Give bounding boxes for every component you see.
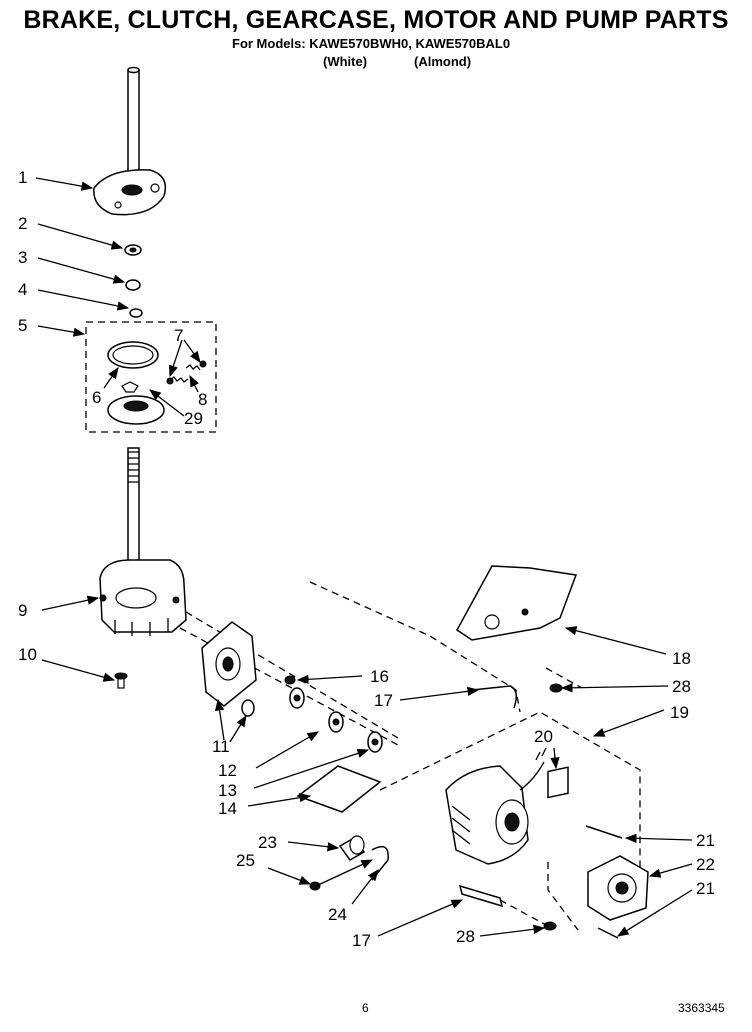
alignment-line (499, 899, 549, 927)
spin-shaft-drawing (127, 66, 140, 183)
callout-20: 20 (534, 727, 553, 746)
bolt-drawing (114, 672, 128, 689)
gearcase-drawing (99, 559, 187, 636)
washer-drawing (124, 244, 142, 256)
callout-24: 24 (328, 905, 347, 924)
pump-drawing (587, 855, 649, 921)
capacitor-drawing (338, 835, 366, 861)
motor-assembly-box (309, 581, 521, 713)
rod-drawing (471, 685, 517, 709)
motor-drawing (445, 761, 545, 865)
capacitor-switch-drawing (535, 747, 569, 799)
leader-lines (35, 177, 693, 937)
screw-drawing (549, 683, 563, 693)
models-line: For Models: KAWE570BWH0, KAWE570BAL0 (232, 36, 511, 51)
callout-29: 29 (184, 409, 203, 428)
clip-drawing (597, 927, 619, 939)
callout-22: 22 (696, 855, 715, 874)
callout-16: 16 (370, 667, 389, 686)
clip-drawing (585, 825, 623, 839)
cam-driver-drawing (93, 169, 167, 216)
bar-drawing (458, 884, 504, 908)
page-number: 6 (362, 1001, 369, 1015)
callout-3: 3 (18, 248, 27, 267)
callout-5: 5 (18, 316, 27, 335)
callout-28-top: 28 (672, 677, 691, 696)
callout-2: 2 (18, 214, 27, 233)
callout-18: 18 (672, 649, 691, 668)
shield-plate-drawing (296, 765, 382, 813)
callout-13: 13 (218, 781, 237, 800)
retaining-ring-drawing (125, 279, 141, 291)
callout-25: 25 (236, 851, 255, 870)
small-ring-drawing (129, 308, 143, 318)
callout-23: 23 (258, 833, 277, 852)
callout-11: 11 (212, 737, 230, 756)
brake-assembly-box (85, 321, 217, 433)
brake-springs-drawing (166, 360, 207, 385)
alignment-line (547, 862, 579, 931)
cover-sheet-drawing (456, 565, 578, 641)
callout-10: 10 (18, 645, 37, 664)
callout-8: 8 (198, 390, 207, 409)
motor-assembly-box (379, 711, 641, 880)
screw-drawing (309, 881, 321, 891)
motor-mount-plate-drawing (201, 621, 257, 707)
lower-shaft-drawing (127, 447, 140, 569)
callout-6: 6 (92, 388, 101, 407)
page-title: BRAKE, CLUTCH, GEARCASE, MOTOR AND PUMP … (23, 6, 729, 34)
callout-19: 19 (670, 703, 689, 722)
callout-17-bottom: 17 (352, 931, 371, 950)
callout-9: 9 (18, 601, 27, 620)
coupler-drawing (289, 687, 383, 753)
callout-21-top: 21 (696, 831, 715, 850)
callout-17-top: 17 (374, 691, 393, 710)
motor-assembly-box (545, 667, 583, 689)
callout-28-bottom: 28 (456, 927, 475, 946)
brake-band-drawing (107, 341, 159, 369)
callout-4: 4 (18, 280, 27, 299)
nut-drawing (284, 675, 296, 685)
color-almond-label: (Almond) (414, 54, 472, 69)
clutch-drum-drawing (107, 381, 165, 425)
callout-21-bottom: 21 (696, 879, 715, 898)
screw-drawing (543, 921, 557, 931)
callout-14: 14 (218, 799, 237, 818)
callout-12: 12 (218, 761, 237, 780)
callout-7: 7 (174, 326, 183, 345)
callout-numbers: 1 2 3 4 5 7 6 8 29 9 10 16 17 11 12 13 1… (18, 168, 715, 950)
bushing-drawing (241, 699, 255, 717)
document-number: 3363345 (678, 1001, 725, 1015)
callout-1: 1 (18, 168, 27, 187)
color-white-label: (White) (323, 54, 368, 69)
